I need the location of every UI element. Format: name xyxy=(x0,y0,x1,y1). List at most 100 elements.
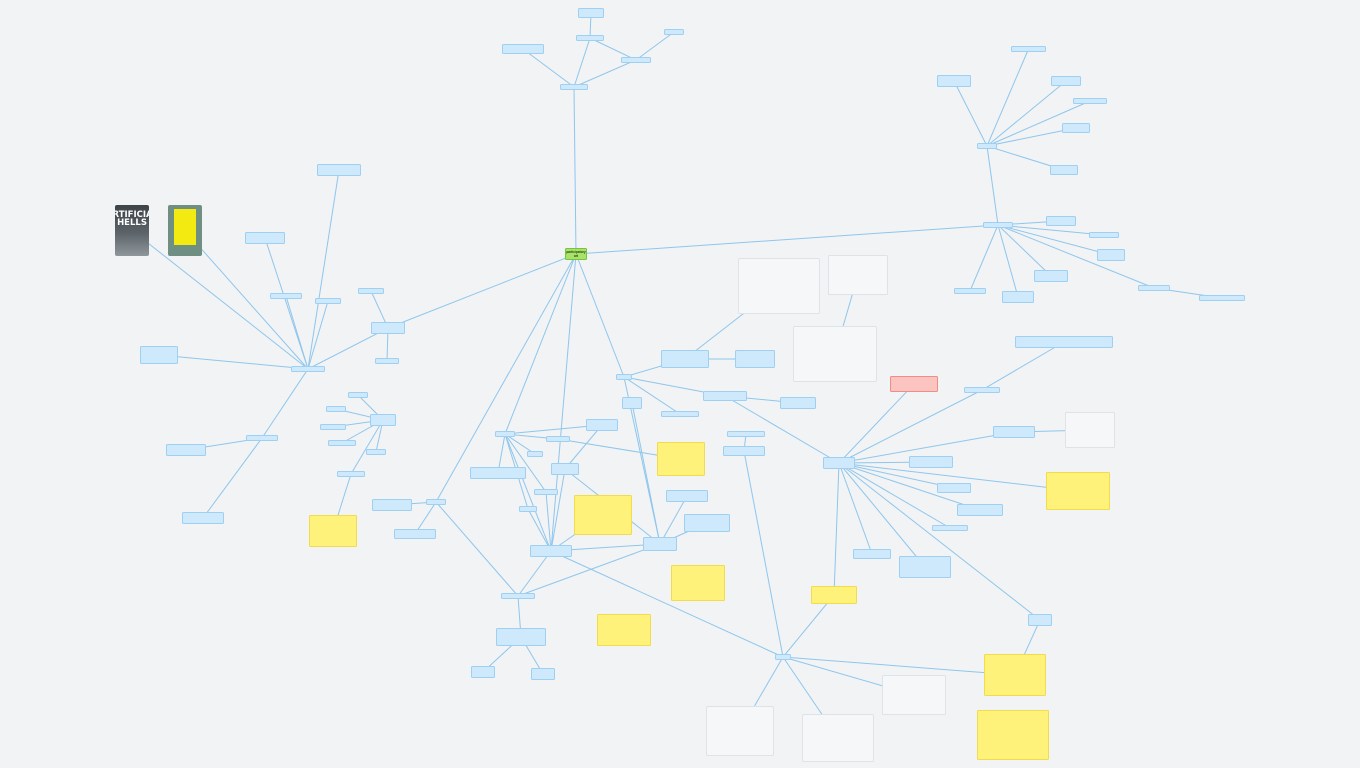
node-n-g-yellow1[interactable] xyxy=(657,442,705,476)
node-n-l7[interactable] xyxy=(166,444,206,456)
node-n-mr10[interactable] xyxy=(853,549,891,559)
node-n-ll5[interactable] xyxy=(370,414,396,426)
node-n-tr3[interactable] xyxy=(1051,76,1081,86)
node-n-mr-gray[interactable] xyxy=(1065,412,1115,448)
node-n-c4[interactable] xyxy=(661,411,699,417)
node-n-top-hub[interactable] xyxy=(560,84,588,90)
node-n-c-note1[interactable] xyxy=(738,258,820,314)
node-n-mr4[interactable] xyxy=(964,387,1000,393)
node-n-top1[interactable] xyxy=(578,8,604,18)
node-n-ll1[interactable] xyxy=(358,288,384,294)
node-n-r4[interactable] xyxy=(1034,270,1068,282)
node-n-br1[interactable] xyxy=(1028,614,1052,626)
node-n-mr8[interactable] xyxy=(957,504,1003,516)
node-n-mr6[interactable] xyxy=(909,456,953,468)
node-n-top5[interactable] xyxy=(502,44,544,54)
node-n-r3[interactable] xyxy=(1097,249,1125,261)
node-n-g-hub[interactable] xyxy=(495,431,515,437)
node-n-mr7[interactable] xyxy=(937,483,971,493)
node-n-g1[interactable] xyxy=(586,419,618,431)
node-n-tr4[interactable] xyxy=(1073,98,1107,104)
node-n-l5[interactable] xyxy=(140,346,178,364)
node-n-c1[interactable] xyxy=(661,350,709,368)
node-n-ll6[interactable] xyxy=(320,424,346,430)
node-n-red[interactable] xyxy=(890,376,938,392)
node-n-r2[interactable] xyxy=(1089,232,1119,238)
node-n-mr1[interactable] xyxy=(727,431,765,437)
node-n-tr6[interactable] xyxy=(1050,165,1078,175)
node-n-top3[interactable] xyxy=(621,57,651,63)
node-n-tr1[interactable] xyxy=(937,75,971,87)
node-n-ll4[interactable] xyxy=(326,406,346,412)
node-n-top4[interactable] xyxy=(664,29,684,35)
node-n-pc[interactable] xyxy=(530,545,572,557)
node-n-l4[interactable] xyxy=(315,298,341,304)
node-n-tr-hub[interactable] xyxy=(977,143,997,149)
node-n-bl3[interactable] xyxy=(531,668,555,680)
node-n-ll7[interactable] xyxy=(328,440,356,446)
node-n-bl-hub[interactable] xyxy=(501,593,535,599)
node-n-bl4[interactable] xyxy=(372,499,412,511)
node-n-ll9[interactable] xyxy=(337,471,365,477)
node-n-g7[interactable] xyxy=(534,489,558,495)
node-n-g-yellow4[interactable] xyxy=(597,614,651,646)
node-n-l6[interactable] xyxy=(246,435,278,441)
node-n-tr5[interactable] xyxy=(1062,123,1090,133)
node-n-ll-note[interactable] xyxy=(309,515,357,547)
node-n-r-hub[interactable] xyxy=(983,222,1013,228)
node-n-bl1[interactable] xyxy=(496,628,546,646)
node-n-ts2[interactable] xyxy=(684,514,730,532)
node-n-g2[interactable] xyxy=(622,397,642,409)
node-n-g6[interactable] xyxy=(470,467,526,479)
node-n-l-hub[interactable] xyxy=(291,366,325,372)
node-n-g-yellow3[interactable] xyxy=(671,565,725,601)
node-n-c-hub[interactable] xyxy=(616,374,632,380)
node-n-misc1[interactable] xyxy=(394,529,436,539)
node-n-bl2[interactable] xyxy=(471,666,495,678)
node-n-l3[interactable] xyxy=(270,293,302,299)
node-n-mr-hub[interactable] xyxy=(823,457,855,469)
book-cover-yellow[interactable] xyxy=(168,205,202,256)
node-n-b-gray3[interactable] xyxy=(882,675,946,715)
node-n-c-note3[interactable] xyxy=(793,326,877,382)
node-n-r6[interactable] xyxy=(954,288,986,294)
node-n-ll-hub[interactable] xyxy=(371,322,405,334)
node-n-mr-yellow2[interactable] xyxy=(811,586,857,604)
node-n-l2[interactable] xyxy=(245,232,285,244)
node-n-ts[interactable] xyxy=(643,537,677,551)
node-n-g8[interactable] xyxy=(519,506,537,512)
node-n-c3[interactable] xyxy=(703,391,747,401)
node-n-r7[interactable] xyxy=(1138,285,1170,291)
node-n-c-note2[interactable] xyxy=(828,255,888,295)
node-n-mr9[interactable] xyxy=(932,525,968,531)
node-n-mr5[interactable] xyxy=(993,426,1035,438)
node-n-b-gray1[interactable] xyxy=(706,706,774,756)
node-n-ts1[interactable] xyxy=(666,490,708,502)
node-n-ll3[interactable] xyxy=(348,392,368,398)
node-n-g5[interactable] xyxy=(551,463,579,475)
node-n-l8[interactable] xyxy=(182,512,224,524)
node-n-g3[interactable] xyxy=(546,436,570,442)
book-cover-artificial-hells[interactable]: ARTIFICIAL HELLS xyxy=(115,205,149,256)
node-n-g4[interactable] xyxy=(527,451,543,457)
node-n-br-yellow2[interactable] xyxy=(977,710,1049,760)
node-n-misc2[interactable] xyxy=(426,499,446,505)
node-n-mr3[interactable] xyxy=(1015,336,1113,348)
node-n-br-yellow1[interactable] xyxy=(984,654,1046,696)
node-n-c5[interactable] xyxy=(780,397,816,409)
node-n-r8[interactable] xyxy=(1199,295,1245,301)
node-n-b-hub[interactable] xyxy=(775,654,791,660)
node-n-r5[interactable] xyxy=(1002,291,1034,303)
node-n-mr11[interactable] xyxy=(899,556,951,578)
node-n-c2[interactable] xyxy=(735,350,775,368)
node-n-mr-yellow[interactable] xyxy=(1046,472,1110,510)
node-n-r1[interactable] xyxy=(1046,216,1076,226)
node-n-mr2[interactable] xyxy=(723,446,765,456)
node-n-b-gray2[interactable] xyxy=(802,714,874,762)
node-n-g-yellow2[interactable] xyxy=(574,495,632,535)
node-n-l1[interactable] xyxy=(317,164,361,176)
node-n-ll2[interactable] xyxy=(375,358,399,364)
node-n-tr2[interactable] xyxy=(1011,46,1046,52)
node-central[interactable]: participatory art xyxy=(565,248,587,260)
